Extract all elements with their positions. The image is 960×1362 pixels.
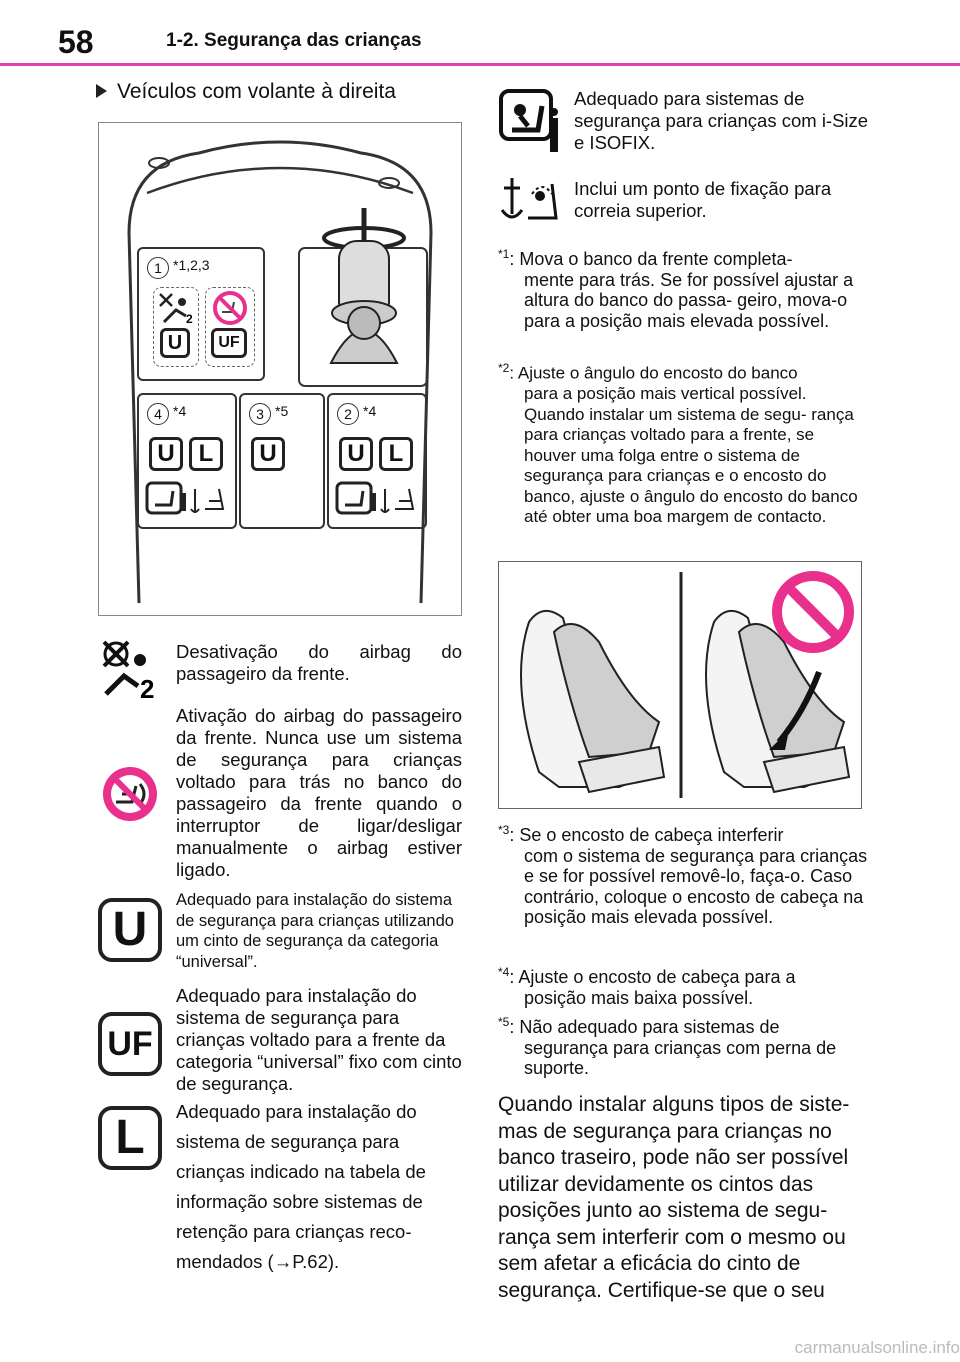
seat-diagram: 1 *1,2,3 2 U UF 4 *4 U L — [98, 122, 462, 616]
footer-watermark: carmanualsonline.info — [794, 1338, 960, 1357]
svg-text:2: 2 — [186, 312, 193, 326]
l-badge: L — [379, 437, 413, 471]
child-seat-drawing — [520, 571, 854, 798]
seat-adjustment-illustration — [498, 561, 862, 809]
u-badge: U — [149, 437, 183, 471]
slot-airbag-on: UF — [205, 287, 255, 367]
seat-position-3: 3 *5 U — [239, 393, 325, 529]
seat-position-1: 1 *1,2,3 2 U UF — [137, 247, 265, 381]
section-title: Veículos com volante à direita — [96, 80, 396, 104]
slot-airbag-off: 2 U — [153, 287, 199, 367]
triangle-bullet-icon — [96, 84, 107, 98]
isize-isofix-icon — [499, 89, 558, 152]
position-number: 1 — [147, 257, 169, 279]
note-5: *5: Não adequado para sistemas de segura… — [498, 1015, 837, 1078]
seat-right — [705, 610, 851, 794]
l-badge: L — [189, 437, 223, 471]
l-icon: L — [98, 1106, 162, 1170]
car-outline — [127, 140, 433, 604]
legend-l-text: Adequado para instalação do sistema de s… — [176, 1101, 426, 1272]
airbag-off-icon: 2 — [102, 640, 154, 702]
driver-figure — [322, 208, 406, 364]
uf-badge: UF — [211, 328, 247, 358]
legend-airbag-on-text: Ativação do airbag do passageiro da fren… — [176, 705, 462, 880]
position-number: 2 — [337, 403, 359, 425]
note-2: *2: Ajuste o ângulo do encosto do banco … — [498, 361, 858, 527]
legend-isize-text: Adequado para sistemas de segurança para… — [574, 88, 869, 153]
body-paragraph: Quando instalar alguns tipos de siste- m… — [498, 1093, 850, 1302]
position-note: *5 — [275, 403, 289, 419]
legend-airbag-off-text: Desativação do airbag do passageiro da f… — [176, 641, 462, 684]
isize-and-tether-icons — [335, 481, 415, 515]
legend-u-text: Adequado para instalação do sistema de s… — [176, 891, 454, 971]
u-badge: U — [160, 328, 190, 358]
position-note: *4 — [363, 403, 377, 419]
isize-and-tether-icons — [145, 481, 225, 515]
seat-left — [520, 610, 666, 794]
prohibited-rear-seat-icon — [213, 291, 247, 325]
position-note: *1,2,3 — [173, 257, 210, 273]
airbag-off-icon: 2 — [159, 293, 193, 326]
page-number: 58 — [58, 24, 94, 60]
legend-tether-text: Inclui um ponto de fixação para correia … — [574, 178, 832, 221]
position-number: 4 — [147, 403, 169, 425]
header-rule — [0, 63, 960, 66]
seat-position-2: 2 *4 U L — [327, 393, 427, 529]
position-note: *4 — [173, 403, 187, 419]
prohibited-rear-facing-seat-icon — [103, 767, 157, 821]
seat-position-4: 4 *4 U L — [137, 393, 237, 529]
note-3: *3: Se o encosto de cabeça interferir co… — [498, 823, 868, 927]
svg-text:2: 2 — [140, 674, 154, 702]
u-badge: U — [339, 437, 373, 471]
legend-uf-text: Adequado para instalação do sistema de s… — [176, 985, 462, 1094]
u-badge: U — [251, 437, 285, 471]
position-number: 3 — [249, 403, 271, 425]
note-1: *1: Mova o banco da frente completa- men… — [498, 247, 854, 331]
chapter-title: 1-2. Segurança das crianças — [166, 30, 422, 51]
top-tether-icon — [500, 178, 558, 220]
uf-icon: UF — [98, 1012, 162, 1076]
note-4: *4: Ajuste o encosto de cabeça para a po… — [498, 965, 796, 1008]
prohibited-icon — [772, 571, 854, 653]
u-icon: U — [98, 898, 162, 962]
